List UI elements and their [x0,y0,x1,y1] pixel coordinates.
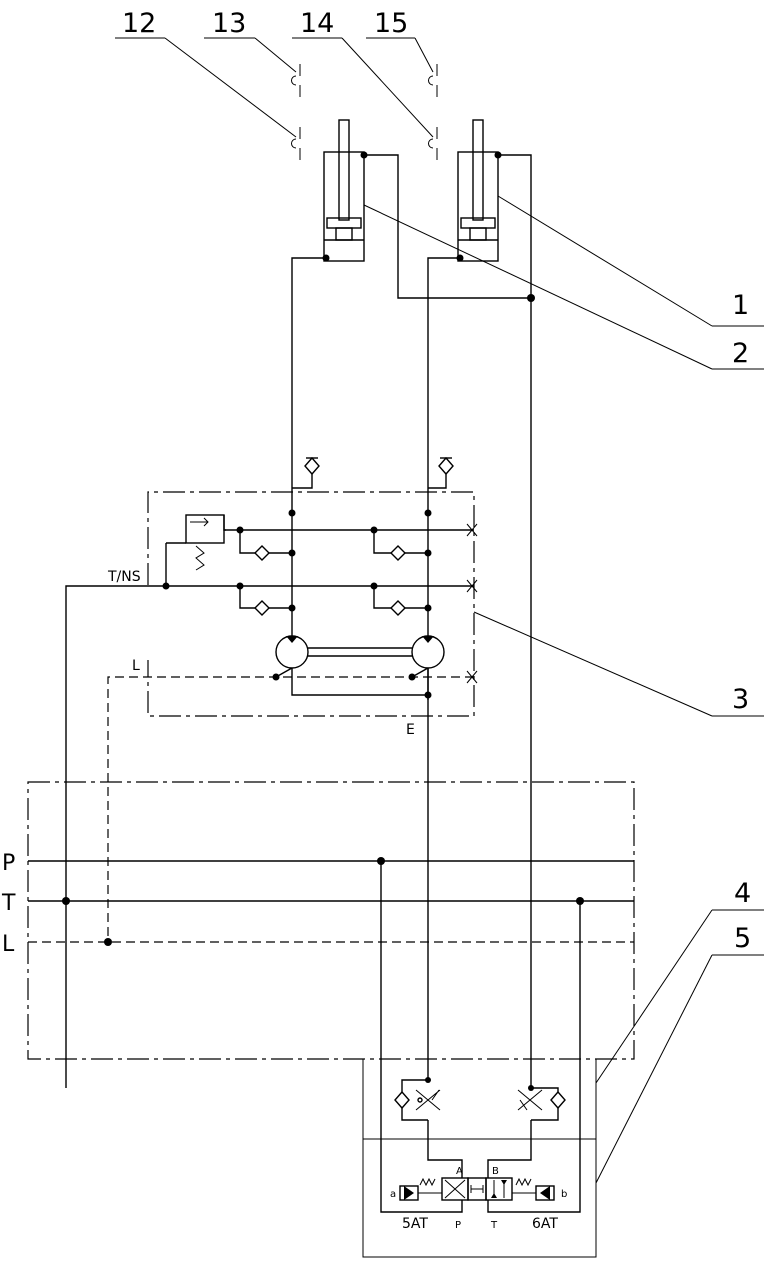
callout-4: 4 [734,878,751,909]
port-label-e: E [406,722,415,738]
test-point-icons [292,458,453,488]
callout-5: 5 [734,923,751,954]
coil-label-6at: 6AT [532,1216,558,1232]
callout-group-top: 12 13 14 15 [115,8,433,137]
cylinder-right [458,120,498,261]
callout-13: 13 [212,8,246,39]
callout-2: 2 [732,338,749,369]
solenoid-a-label: a [390,1189,396,1200]
solenoid-b-label: b [561,1189,567,1200]
cylinder-piping [292,152,535,1089]
port-label-l-manifold: L [132,658,140,674]
valve-port-b: B [492,1166,499,1177]
callout-14: 14 [300,8,334,39]
cylinder-left [324,120,364,261]
port-label-p: P [2,851,15,876]
valve-port-a: A [456,1166,463,1177]
port-label-l: L [2,932,15,957]
callout-12: 12 [122,8,156,39]
callout-15: 15 [374,8,408,39]
manifold-block: T/NS L E [66,492,477,1088]
valve-port-p: P [455,1220,461,1231]
limit-switch-icons [292,64,438,160]
callout-1: 1 [732,290,749,321]
port-label-t-ns: T/NS [107,569,141,585]
pressure-manifold: P T L [1,782,634,1059]
coil-label-5at: 5AT [402,1216,428,1232]
port-label-t: T [1,891,16,916]
valve-port-t: T [490,1220,498,1231]
callout-group-bottom: 4 5 [596,878,764,1183]
callout-3: 3 [732,684,749,715]
